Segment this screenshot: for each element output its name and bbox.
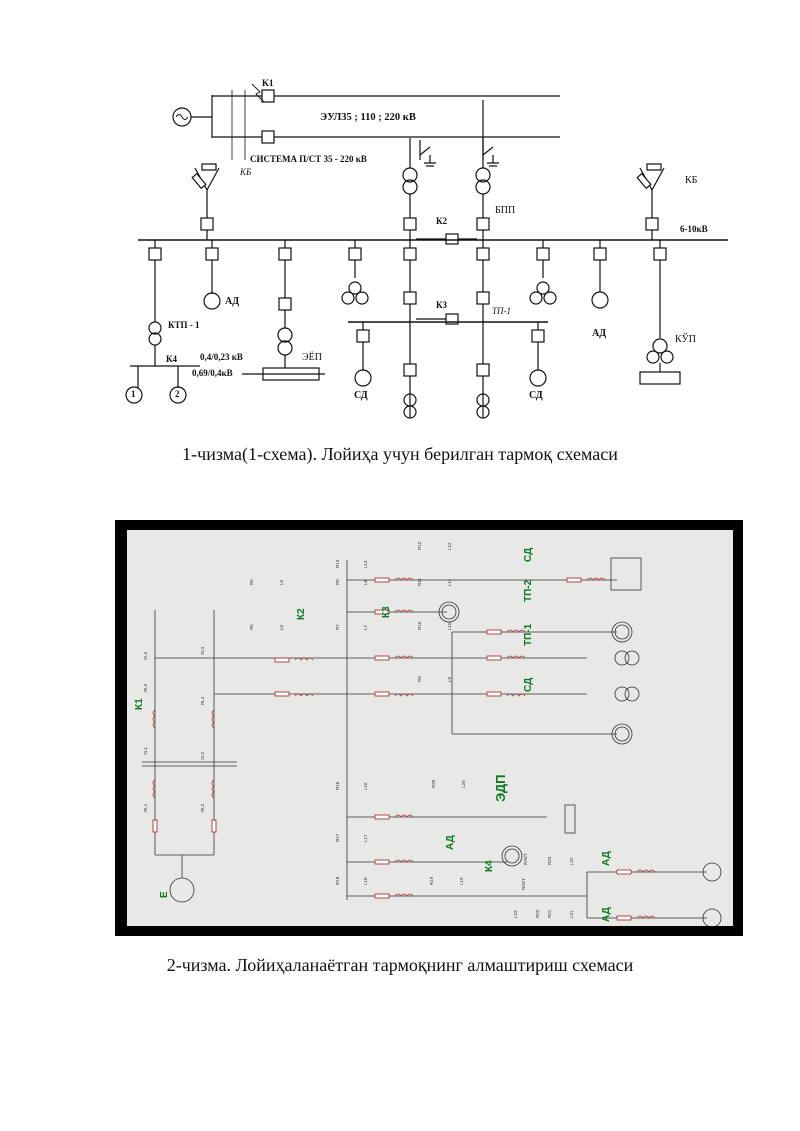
tag-r12: R12: [417, 541, 422, 550]
tag-r6: R6: [249, 579, 254, 585]
label-k4: К4: [484, 860, 495, 872]
label-ktp: КТП - 1: [168, 320, 200, 330]
tag-l12: L12: [447, 542, 452, 550]
label-k3: К3: [381, 606, 392, 618]
label-tp-2: ТП-2: [523, 579, 534, 602]
tag-l7: L7: [363, 624, 368, 630]
label-tp-1: ТП-1: [523, 623, 534, 646]
tag-r21: R21: [547, 909, 552, 918]
tag-r8: R8: [335, 579, 340, 585]
label-bpp: БПП: [495, 205, 516, 216]
tag-rl2: RL2: [200, 803, 205, 812]
label-kup: КЎП: [675, 334, 696, 345]
label-sd-2: СД: [523, 678, 534, 692]
tag-r13: R13: [335, 559, 340, 568]
tag-rl4: RL4: [200, 696, 205, 705]
tag-rl3: RL3: [143, 683, 148, 692]
label-kb-right: КБ: [685, 175, 698, 186]
label-ad-3: АД: [601, 907, 612, 922]
tag-ravt-2: RAVT: [521, 878, 526, 890]
tag-r17: R17: [335, 833, 340, 842]
label-ad-2: АД: [592, 328, 607, 339]
caption-figure-1: 1-чизма(1-схема). Лойиҳа учун берилган т…: [182, 444, 618, 464]
label-eep: ЭЁП: [302, 352, 322, 363]
tag-l8: L8: [363, 579, 368, 585]
label-sd-2: СД: [529, 390, 543, 401]
tag-l13: L13: [363, 560, 368, 568]
label-tp1: ТП-1: [492, 306, 512, 316]
tag-xl2: XL2: [200, 751, 205, 760]
tag-l16: L16: [363, 782, 368, 790]
label-eul: ЭУЛ35 ; 110 ; 220 кВ: [320, 112, 416, 123]
tag-r7: R7: [335, 624, 340, 630]
figure-1-network-diagram: K1 ЭУЛ35 ; 110 ; 220 кВ СИСТЕМА П/СТ 35 …: [120, 60, 740, 440]
tag-r16: R16: [335, 781, 340, 790]
label-ad-1: АД: [225, 296, 240, 307]
tag-xl3: XL3: [143, 651, 148, 660]
label-k4: К4: [166, 354, 178, 364]
label-k2: К2: [436, 216, 448, 226]
label-sd-1: СД: [354, 390, 368, 401]
tag-l23: L23: [513, 910, 518, 918]
tag-l11: L11: [447, 578, 452, 586]
tag-xl1: XL1: [143, 746, 148, 755]
tag-l22: L22: [569, 857, 574, 865]
tag-l21: L21: [569, 910, 574, 918]
tag-r18: R18: [335, 876, 340, 885]
label-edp: ЭДП: [493, 774, 508, 802]
label-k3: К3: [436, 300, 448, 310]
label-node-1: 1: [131, 389, 136, 399]
label-v2: 0,69/0,4кВ: [192, 368, 233, 378]
tag-ravt-1: RAVT: [523, 853, 528, 865]
tag-r11: R11: [417, 578, 422, 586]
tag-r22: R22: [535, 909, 540, 918]
tag-rl1: RL1: [143, 803, 148, 812]
caption-figure-2: 2-чизма. Лойиҳаланаётган тармоқнинг алма…: [166, 955, 634, 975]
label-k1: K1: [262, 78, 274, 88]
label-node-2: 2: [175, 389, 180, 399]
label-sd-1: СД: [523, 548, 534, 562]
tag-r20: R20: [431, 779, 436, 788]
label-e: E: [159, 891, 170, 898]
tag-r23: R23: [547, 856, 552, 865]
tag-l17: L17: [363, 834, 368, 842]
label-bus-voltage: 6-10кВ: [680, 224, 708, 234]
equivalent-circuit-svg: К1 К2 К3 К4 E СД ТП-2 ТП-1 СД ЭДП АД АД …: [127, 530, 733, 926]
figure-2-equivalent-circuit: К1 К2 К3 К4 E СД ТП-2 ТП-1 СД ЭДП АД АД …: [115, 520, 743, 936]
label-v1: 0,4/0,23 кВ: [200, 352, 243, 362]
tag-r5: R5: [249, 624, 254, 630]
tag-l18: L18: [363, 877, 368, 885]
tag-r19: R19: [429, 876, 434, 885]
label-sistema: СИСТЕМА П/СТ 35 - 220 кВ: [250, 154, 367, 164]
tag-l6: L6: [279, 579, 284, 585]
tag-l5: L5: [279, 624, 284, 630]
tag-l19: L19: [459, 877, 464, 885]
tag-l9: L9: [447, 676, 452, 682]
tag-l20: L20: [461, 780, 466, 788]
tag-l10: L10: [447, 622, 452, 630]
label-k2: К2: [296, 608, 307, 620]
label-ad-1: АД: [445, 835, 456, 850]
label-kb-left: КБ: [240, 167, 252, 177]
tag-xl4: XL4: [200, 646, 205, 655]
tag-r9: R9: [417, 676, 422, 682]
label-ad-2: АД: [601, 851, 612, 866]
tag-r10: R10: [417, 621, 422, 630]
label-k1: К1: [134, 698, 145, 710]
